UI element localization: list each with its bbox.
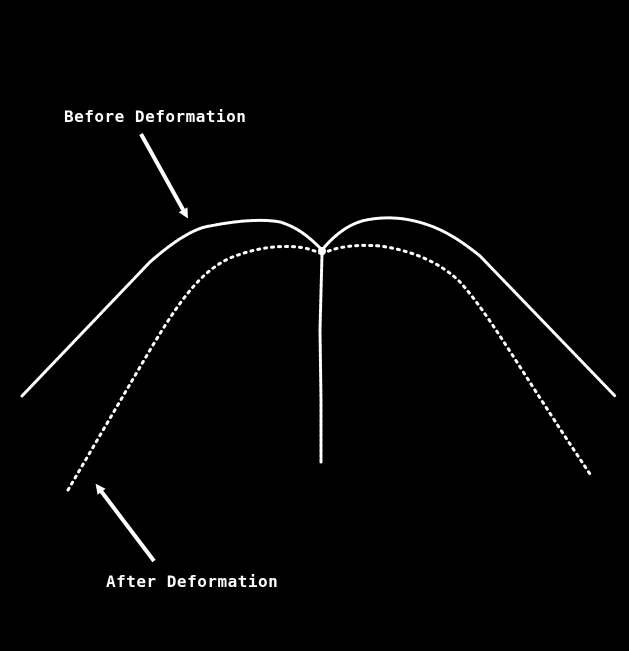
after-curve-left	[66, 244, 324, 492]
before-deformation-label: Before Deformation	[64, 107, 246, 126]
after-deformation-curve	[66, 243, 594, 492]
before-curve-left-arch	[20, 218, 324, 398]
before-deformation-curve	[20, 216, 617, 398]
before-curve-right-arch	[320, 216, 617, 398]
before-deformation-arrow	[139, 133, 188, 219]
after-deformation-arrow	[95, 483, 156, 563]
center-stem	[318, 252, 324, 464]
after-deformation-label: After Deformation	[106, 572, 278, 591]
after-curve-right	[320, 243, 594, 479]
